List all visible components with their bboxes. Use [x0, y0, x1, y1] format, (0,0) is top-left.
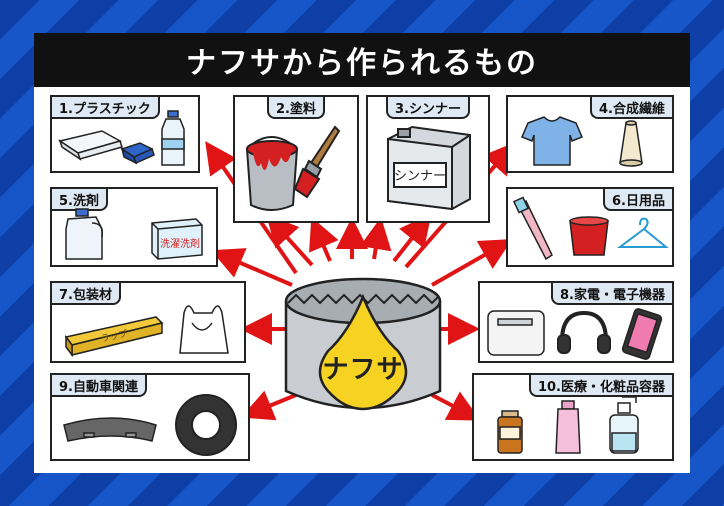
- arrow-to-paint-2: [309, 216, 339, 262]
- item-card-paint: 2.塗料: [233, 95, 359, 223]
- smartphone-icon: [621, 308, 663, 360]
- arrow-to-fiber-1: [392, 213, 432, 263]
- item-label-daily-goods: 6.日用品: [603, 189, 672, 211]
- cosmetic-bottle-icon: [555, 400, 581, 454]
- tire-icon: [175, 394, 237, 456]
- arrow-to-medical: [431, 391, 481, 421]
- arrow-to-auto: [240, 390, 297, 421]
- plastic-tray-icon: [58, 130, 123, 161]
- detergent-bottle-icon: [65, 208, 104, 260]
- arrow-to-thinner-2: [359, 217, 392, 260]
- item-card-packaging: 7.包装材 ラップ: [50, 281, 246, 363]
- arrow-to-daily: [431, 239, 513, 287]
- item-label-thinner: 3.シンナー: [386, 97, 470, 119]
- appliance-icon: [487, 310, 545, 356]
- item-card-medical: 10.医療・化粧品容器: [472, 373, 674, 461]
- bumper-icon: [63, 417, 157, 442]
- item-label-fiber: 4.合成繊維: [590, 97, 672, 119]
- item-label-automotive: 9.自動車関連: [52, 375, 147, 397]
- detergent-box-icon: [151, 218, 203, 260]
- item-label-packaging: 7.包装材: [52, 283, 121, 305]
- red-bucket-icon: [569, 216, 609, 256]
- thinner-can-text: シンナー: [394, 169, 446, 184]
- wrap-box-icon: [64, 316, 164, 358]
- diagram-board: ナフサから作られるもの 1.プラスチック: [34, 33, 690, 473]
- item-card-plastic: 1.プラスチック: [50, 95, 200, 173]
- page-title: ナフサから作られるもの: [34, 33, 690, 87]
- t-shirt-icon: [521, 116, 583, 166]
- item-card-thinner: 3.シンナー シンナー: [366, 95, 490, 223]
- arrow-to-paint-1: [265, 214, 314, 267]
- item-label-paint: 2.塗料: [267, 97, 325, 119]
- medicine-bottle-icon: [497, 410, 523, 454]
- pump-bottle-icon: [609, 396, 639, 454]
- detergent-box-text: 洗濯洗剤: [160, 237, 200, 250]
- plastic-bag-icon: [179, 305, 229, 354]
- item-card-fiber: 4.合成繊維: [506, 95, 674, 173]
- paintbrush-icon: [293, 125, 341, 199]
- item-card-detergent: 5.洗剤 洗濯洗剤: [50, 187, 218, 267]
- thinner-can-icon: [387, 125, 471, 211]
- item-card-automotive: 9.自動車関連: [50, 373, 250, 461]
- paint-bucket-icon: [245, 136, 299, 211]
- thread-spool-icon: [619, 120, 643, 167]
- clothes-hanger-icon: [617, 217, 669, 248]
- item-label-plastic: 1.プラスチック: [52, 97, 160, 119]
- item-card-daily-goods: 6.日用品: [506, 187, 674, 267]
- plastic-bottle-icon: [161, 110, 185, 166]
- headphones-icon: [557, 310, 611, 354]
- item-label-electronics: 8.家電・電子機器: [551, 283, 672, 305]
- toothbrush-icon: [512, 196, 553, 261]
- food-container-icon: [120, 142, 155, 165]
- item-card-electronics: 8.家電・電子機器: [478, 281, 674, 363]
- naphtha-label: ナフサ: [322, 355, 404, 385]
- item-label-medical: 10.医療・化粧品容器: [528, 375, 672, 397]
